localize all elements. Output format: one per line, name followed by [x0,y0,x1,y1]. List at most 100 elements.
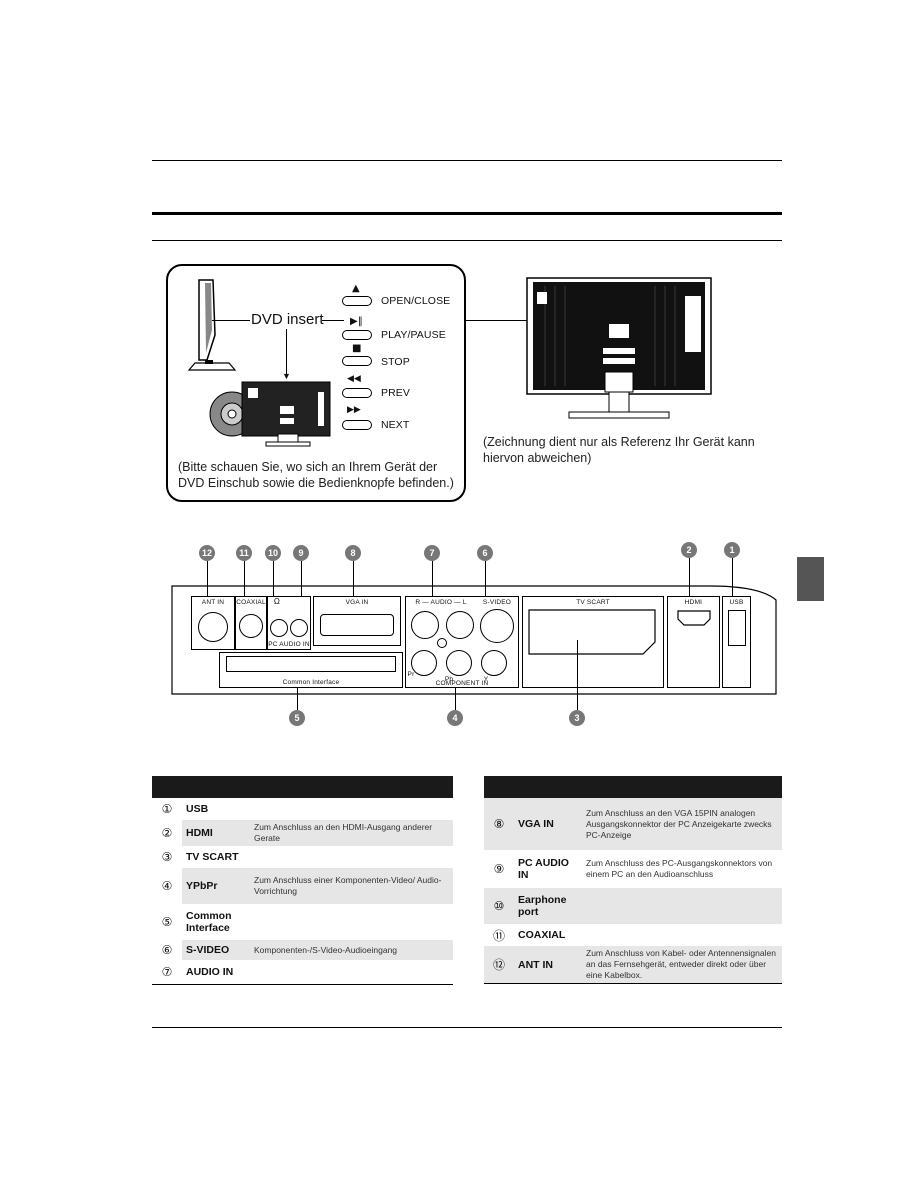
coaxial-label: COAXIAL [236,599,266,606]
ant-in-label: ANT IN [201,599,225,606]
header-thin-rule [152,160,782,161]
audio-component-section [405,596,519,688]
usb-label: USB [729,599,744,606]
prev-button[interactable] [342,388,372,398]
table-row: ⑪ COAXIAL [484,924,782,946]
component-y-jack[interactable] [481,650,507,676]
play-pause-icon: ▶‖ [350,316,363,327]
next-button[interactable] [342,420,372,430]
earphone-jack[interactable] [270,619,288,637]
dvd-insert-leader-right [322,320,344,321]
arrow-down-icon: ▼ [282,371,291,381]
row-desc [250,846,453,868]
callout-5-line [297,688,298,710]
row-name: TV SCART [186,851,239,863]
ant-in-section [191,596,235,650]
vga-in-section [313,596,401,646]
dvd-insert-pointer [286,329,287,377]
callout-12: 12 [199,545,215,561]
tv-scart-section [522,596,664,688]
table-row: ⑤ Common Interface [152,904,453,940]
row-number: ② [161,826,173,840]
row-name: Common Interface [186,910,232,934]
dvd-insert-leader-left [212,320,250,321]
audio-l-jack[interactable] [446,611,474,639]
row-name: S-VIDEO [182,940,250,960]
callout-6-line [485,561,486,596]
hdmi-port[interactable] [677,610,711,626]
coaxial-section [235,596,267,650]
header-thick-rule [152,212,782,215]
callout-10: 10 [265,545,281,561]
stop-button[interactable] [342,356,372,366]
callout-4-line [455,688,456,710]
callout-12-line [207,561,208,596]
table-row: ⑦ AUDIO IN [152,960,453,984]
row-number: ⑨ [493,862,505,876]
eject-icon: ▲ [352,283,360,294]
component-pr-jack[interactable] [411,650,437,676]
pr-label: Pr [407,671,415,678]
row-number: ⑤ [161,915,173,929]
play-pause-button[interactable] [342,330,372,340]
open-close-button[interactable] [342,296,372,306]
callout-11: 11 [236,545,252,561]
tv-connector-line [466,320,527,321]
table-header-bar [152,776,453,798]
row-desc [582,924,782,946]
row-name: PC AUDIO IN [518,857,569,881]
usb-port[interactable] [728,610,746,646]
table-row: ⑧ VGA IN Zum Anschluss an den VGA 15PIN … [484,798,782,850]
ant-in-jack[interactable] [198,612,228,642]
right-connector-table: ⑧ VGA IN Zum Anschluss an den VGA 15PIN … [484,776,782,984]
prev-label: PREV [381,387,410,399]
callout-2: 2 [681,542,697,558]
callout-3-line [577,640,578,710]
row-number: ① [161,802,173,816]
tv-scart-label: TV SCART [576,599,610,606]
table-row: ② HDMI Zum Anschluss an den HDMI-Ausgang… [152,820,453,846]
row-desc: Zum Anschluss an den HDMI-Ausgang andere… [250,820,453,846]
row-desc: Zum Anschluss einer Komponenten-Video/ A… [250,868,453,904]
pc-audio-in-jack[interactable] [290,619,308,637]
common-interface-label: Common Interface [282,679,340,686]
component-pb-jack[interactable] [446,650,472,676]
row-number: ⑧ [484,798,514,850]
row-number: ⑪ [492,928,505,943]
table-row: ⑨ PC AUDIO IN Zum Anschluss des PC-Ausga… [484,850,782,888]
row-desc: Komponenten-/S-Video-Audioeingang [250,940,453,960]
pb-label: Pb [444,676,454,683]
vga-in-port[interactable] [320,614,394,636]
callout-8: 8 [345,545,361,561]
prev-icon: ◀◀ [347,374,361,384]
dvd-controls-box [166,264,466,502]
left-connector-table: ① USB ② HDMI Zum Anschluss an den HDMI-A… [152,776,453,985]
table-row: ④ YPbPr Zum Anschluss einer Komponenten-… [152,868,453,904]
hdmi-label: HDMI [684,599,703,606]
callout-10-line [273,561,274,596]
dvd-insert-label: DVD insert [251,311,324,328]
callout-7-line [432,561,433,596]
coaxial-jack[interactable] [239,614,263,638]
component-in-label: COMPONENT IN [435,680,489,687]
row-name: HDMI [182,820,250,846]
next-icon: ▶▶ [347,405,361,415]
table-row: ⑩ Earphone port [484,888,782,924]
row-desc [250,798,453,820]
tv-side-view-illustration [187,279,237,371]
common-interface-slot[interactable] [226,656,396,672]
row-name: COAXIAL [518,929,566,941]
callout-6: 6 [477,545,493,561]
pc-audio-in-label: PC AUDIO IN [268,641,310,648]
s-video-jack[interactable] [480,609,514,643]
row-desc [250,960,453,984]
row-name: ANT IN [514,946,582,984]
vga-in-label: VGA IN [345,599,369,606]
row-number: ⑩ [484,888,514,924]
stop-label: STOP [381,356,410,368]
audio-r-jack[interactable] [411,611,439,639]
audio-label: R — AUDIO — L [415,599,467,606]
row-number: ⑫ [484,946,514,984]
tv-scart-port[interactable] [527,608,659,656]
stop-icon: ■ [352,343,362,354]
